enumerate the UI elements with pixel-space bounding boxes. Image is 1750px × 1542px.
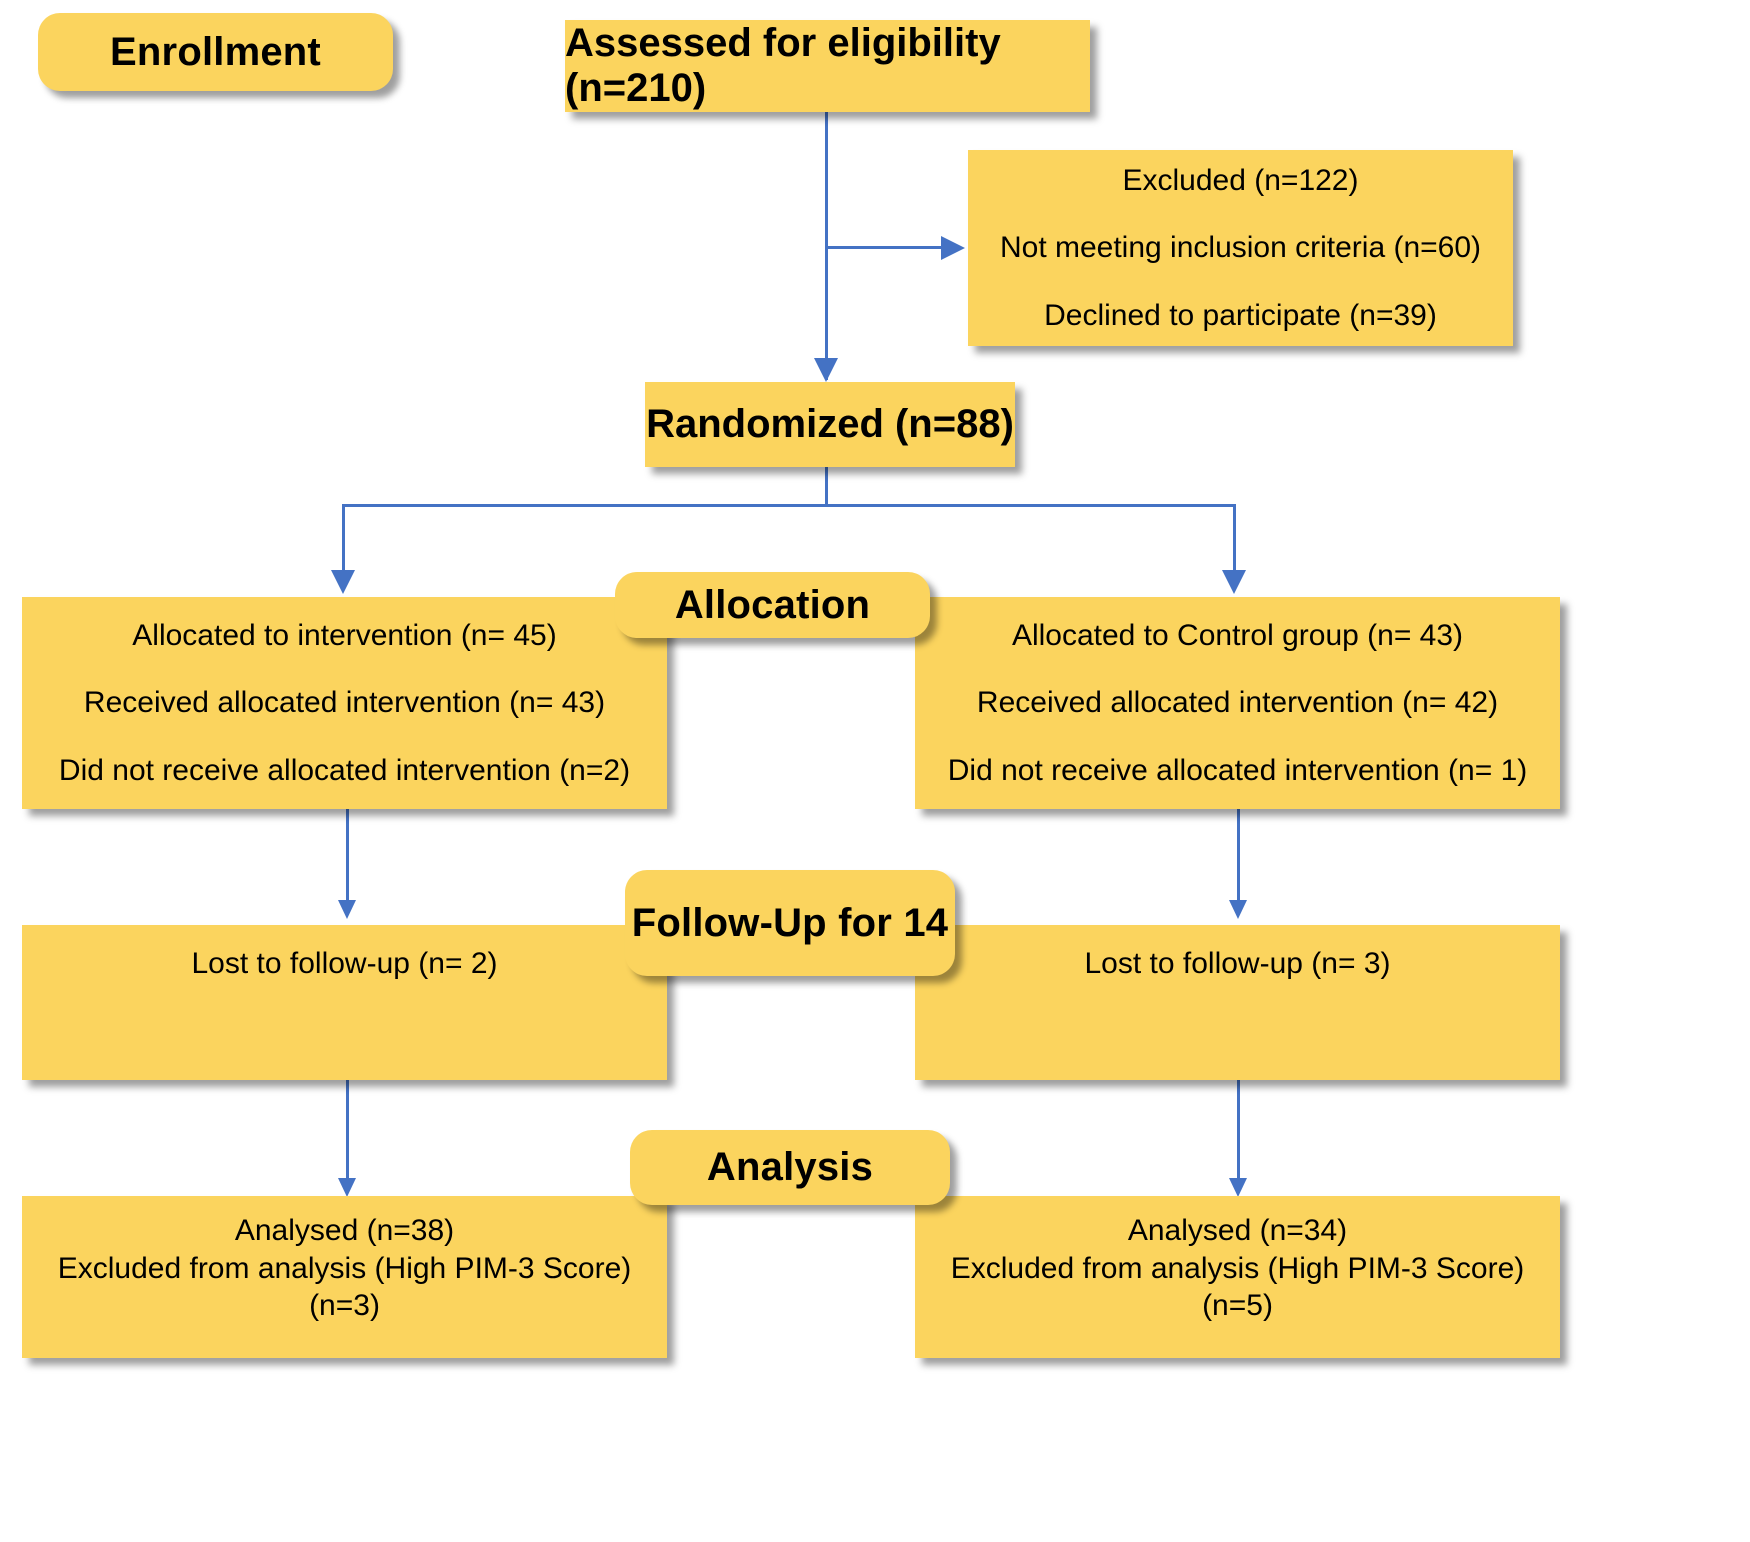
followup-control-lost: Lost to follow-up (n= 3) (1084, 947, 1391, 980)
arrowhead-allocation-control (1222, 570, 1246, 594)
arrowhead-followup-intervention (338, 900, 356, 919)
arrowhead-analysis-control (1229, 1178, 1247, 1197)
excluded-reason-declined: Declined to participate (n=39) (1044, 298, 1437, 332)
analysis-intervention-box: Analysed (n=38) Excluded from analysis (… (22, 1196, 667, 1358)
allocation-intervention-received: Received allocated intervention (n= 43) (83, 686, 606, 720)
stage-label-followup-text: Follow-Up for 14 (631, 900, 949, 945)
stage-label-allocation: Allocation (615, 572, 930, 638)
followup-intervention-lost: Lost to follow-up (n= 2) (191, 947, 498, 980)
excluded-reason-not-meeting-criteria: Not meeting inclusion criteria (n=60) (999, 231, 1482, 265)
allocation-intervention-box: Allocated to intervention (n= 45) Receiv… (22, 597, 667, 809)
allocation-control-received: Received allocated intervention (n= 42) (976, 686, 1499, 720)
allocation-intervention-allocated: Allocated to intervention (n= 45) (132, 618, 557, 652)
stage-label-enrollment: Enrollment (38, 13, 393, 91)
analysis-control-excluded: Excluded from analysis (High PIM-3 Score… (950, 1251, 1525, 1285)
connector-randomized-split (342, 504, 1236, 507)
arrowhead-randomized (814, 358, 838, 382)
connector-allocation-to-followup-right (1237, 809, 1240, 911)
analysis-intervention-excluded-n: (n=3) (309, 1289, 380, 1323)
allocation-control-allocated: Allocated to Control group (n= 43) (1011, 618, 1464, 652)
analysis-control-analysed: Analysed (n=34) (1127, 1214, 1348, 1247)
connector-randomized-right-drop (1233, 504, 1236, 582)
allocation-intervention-not-received: Did not receive allocated intervention (… (58, 753, 631, 787)
stage-label-enrollment-text: Enrollment (110, 29, 321, 74)
followup-intervention-box: Lost to follow-up (n= 2) (22, 925, 667, 1080)
arrowhead-excluded (941, 236, 965, 260)
arrowhead-allocation-intervention (331, 570, 355, 594)
connector-randomized-left-drop (342, 504, 345, 582)
excluded-total: Excluded (n=122) (1122, 163, 1359, 197)
stage-label-allocation-text: Allocation (674, 582, 871, 627)
randomized-box: Randomized (n=88) (645, 382, 1015, 467)
stage-label-followup: Follow-Up for 14 (625, 870, 955, 976)
allocation-control-box: Allocated to Control group (n= 43) Recei… (915, 597, 1560, 809)
stage-label-analysis: Analysis (630, 1130, 950, 1205)
connector-followup-to-analysis-right (1237, 1080, 1240, 1190)
assessed-for-eligibility-text: Assessed for eligibility (n=210) (565, 21, 1001, 110)
connector-followup-to-analysis-left (346, 1080, 349, 1190)
analysis-intervention-analysed: Analysed (n=38) (234, 1214, 455, 1247)
allocation-control-not-received: Did not receive allocated intervention (… (947, 753, 1528, 787)
assessed-for-eligibility-box: Assessed for eligibility (n=210) (565, 20, 1090, 112)
connector-assessed-to-excluded (825, 246, 945, 249)
connector-allocation-to-followup-left (346, 809, 349, 911)
connector-randomized-stem (825, 467, 828, 504)
randomized-text: Randomized (n=88) (646, 402, 1014, 446)
analysis-intervention-excluded: Excluded from analysis (High PIM-3 Score… (57, 1251, 632, 1285)
analysis-control-excluded-n: (n=5) (1202, 1289, 1273, 1323)
followup-control-box: Lost to follow-up (n= 3) (915, 925, 1560, 1080)
arrowhead-analysis-intervention (338, 1178, 356, 1197)
analysis-control-box: Analysed (n=34) Excluded from analysis (… (915, 1196, 1560, 1358)
arrowhead-followup-control (1229, 900, 1247, 919)
stage-label-analysis-text: Analysis (706, 1145, 874, 1189)
excluded-box: Excluded (n=122) Not meeting inclusion c… (968, 150, 1513, 346)
